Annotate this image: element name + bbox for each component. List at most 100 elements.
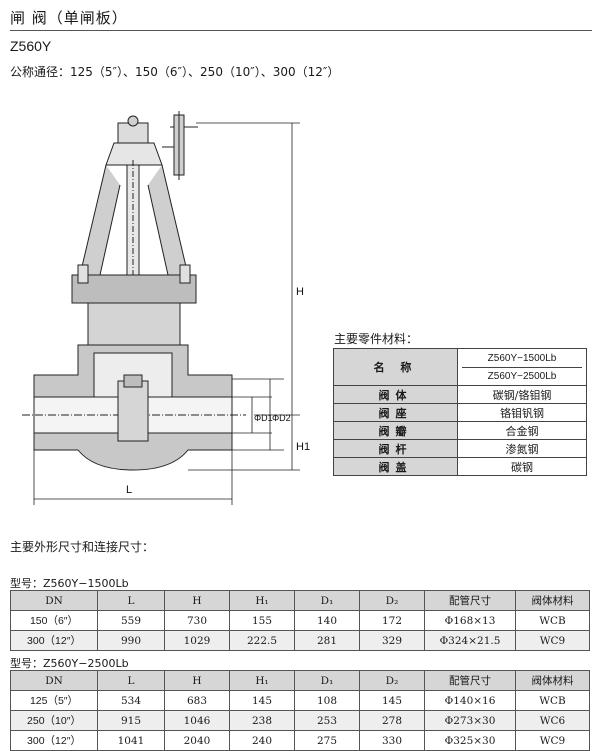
part-name: 阀座: [333, 403, 458, 422]
col-pipe: 配管尺寸: [424, 590, 516, 611]
col-l: L: [97, 670, 165, 691]
table-row: 300（12″） 990 1029 222.5 281 329 Φ324×21.…: [10, 630, 590, 651]
label-l: L: [126, 484, 132, 496]
part-name: 阀体: [333, 385, 458, 404]
parts-title: 主要零件材料：: [334, 332, 419, 346]
dim-h: [196, 122, 300, 416]
parts-row: 阀盖 碳钢: [333, 457, 587, 476]
cell-h: 730: [164, 610, 230, 631]
col-dn: DN: [10, 590, 98, 611]
cell-l: 534: [97, 690, 165, 711]
label-h1: H1: [296, 441, 310, 453]
col-body-material: 阀体材料: [515, 670, 590, 691]
cell-pipe: Φ325×30: [424, 730, 516, 751]
col-h1: H₁: [229, 670, 295, 691]
cell-d2: 329: [359, 630, 425, 651]
cell-d2: 172: [359, 610, 425, 631]
col-h1: H₁: [229, 590, 295, 611]
cell-d1: 108: [294, 690, 360, 711]
cell-material: WCB: [515, 690, 590, 711]
cell-material: WCB: [515, 610, 590, 631]
label-h: H: [296, 286, 304, 298]
parts-row: 阀体 碳钢/铬钼钢: [333, 385, 587, 404]
cell-h1: 145: [229, 690, 295, 711]
cell-dn: 300（12″）: [10, 730, 98, 751]
cell-dn: 150（6″）: [10, 610, 98, 631]
cell-dn: 300（12″）: [10, 630, 98, 651]
cell-dn: 250（10″）: [10, 710, 98, 731]
gear-box: [105, 142, 163, 166]
bonnet-flange: [71, 274, 197, 304]
part-name: 阀杆: [333, 439, 458, 458]
parts-header-label: 名 称: [333, 348, 458, 386]
col-dn: DN: [10, 670, 98, 691]
cell-d1: 140: [294, 610, 360, 631]
col-h: H: [164, 590, 230, 611]
model-label-2500: 型号：Z560Y−2500Lb: [10, 657, 129, 670]
cell-d1: 275: [294, 730, 360, 751]
model-label-1500: 型号：Z560Y−1500Lb: [10, 577, 129, 590]
cap-knob: [127, 115, 139, 127]
table-row: 150（6″） 559 730 155 140 172 Φ168×13 WCB: [10, 610, 590, 631]
cell-dn: 125（5″）: [10, 690, 98, 711]
cell-l: 990: [97, 630, 165, 651]
col-d2: D₂: [359, 590, 425, 611]
dimension-table-1500: DN L H H₁ D₁ D₂ 配管尺寸 阀体材料 150（6″） 559 73…: [10, 590, 590, 651]
bonnet: [87, 302, 181, 346]
cell-h: 2040: [164, 730, 230, 751]
cell-pipe: Φ324×21.5: [424, 630, 516, 651]
parts-row: 阀杆 渗氮钢: [333, 439, 587, 458]
title-divider: [10, 30, 592, 31]
part-material: 合金钢: [457, 421, 587, 440]
cell-h: 683: [164, 690, 230, 711]
cell-d1: 253: [294, 710, 360, 731]
dimensions-title: 主要外形尺寸和连接尺寸：: [10, 540, 155, 554]
col-l: L: [97, 590, 165, 611]
cell-l: 1041: [97, 730, 165, 751]
gate: [117, 380, 149, 442]
cell-d2: 330: [359, 730, 425, 751]
part-material: 渗氮钢: [457, 439, 587, 458]
valve-drawing: H H1 L ΦD1 ΦD2: [22, 111, 310, 505]
cell-pipe: Φ273×30: [424, 710, 516, 731]
part-material: 碳钢: [457, 457, 587, 476]
col-pipe: 配管尺寸: [424, 670, 516, 691]
cell-h1: 238: [229, 710, 295, 731]
col-d1: D₁: [294, 670, 360, 691]
dim-d: [232, 378, 284, 451]
cell-h1: 222.5: [229, 630, 295, 651]
parts-header-model-2: Z560Y−2500Lb: [462, 366, 582, 385]
cell-l: 559: [97, 610, 165, 631]
part-material: 铬钼钒钢: [457, 403, 587, 422]
dim-h1: [188, 415, 300, 471]
cell-l: 915: [97, 710, 165, 731]
cell-material: WC9: [515, 730, 590, 751]
col-d1: D₁: [294, 590, 360, 611]
part-name: 阀盖: [333, 457, 458, 476]
cell-d2: 278: [359, 710, 425, 731]
part-material: 碳钢/铬钼钢: [457, 385, 587, 404]
cell-h1: 240: [229, 730, 295, 751]
parts-row: 阀座 铬钼钒钢: [333, 403, 587, 422]
label-d1: ΦD1: [254, 413, 273, 423]
cell-material: WC9: [515, 630, 590, 651]
model-code: Z560Y: [10, 38, 52, 54]
cell-d1: 281: [294, 630, 360, 651]
page-title: 闸 阀（单闸板）: [10, 9, 128, 27]
cell-d2: 145: [359, 690, 425, 711]
table-row: 125（5″） 534 683 145 108 145 Φ140×16 WCB: [10, 690, 590, 711]
dim-l: [33, 450, 233, 505]
cell-pipe: Φ168×13: [424, 610, 516, 631]
table-row: 300（12″） 1041 2040 240 275 330 Φ325×30 W…: [10, 730, 590, 751]
nominal-diameters: 公称通径：125（5″）、150（6″）、250（10″）、300（12″）: [10, 65, 340, 79]
parts-header-row: 名 称 Z560Y−1500Lb Z560Y−2500Lb: [333, 348, 587, 386]
col-body-material: 阀体材料: [515, 590, 590, 611]
cell-pipe: Φ140×16: [424, 690, 516, 711]
parts-table: 名 称 Z560Y−1500Lb Z560Y−2500Lb 阀体 碳钢/铬钼钢 …: [333, 348, 587, 476]
part-name: 阀瓣: [333, 421, 458, 440]
cell-h: 1029: [164, 630, 230, 651]
dimension-header-row: DN L H H₁ D₁ D₂ 配管尺寸 阀体材料: [10, 590, 590, 611]
parts-header-model-1: Z560Y−1500Lb: [487, 352, 557, 364]
parts-header-values: Z560Y−1500Lb Z560Y−2500Lb: [457, 348, 587, 386]
handwheel-handle: [162, 111, 198, 180]
